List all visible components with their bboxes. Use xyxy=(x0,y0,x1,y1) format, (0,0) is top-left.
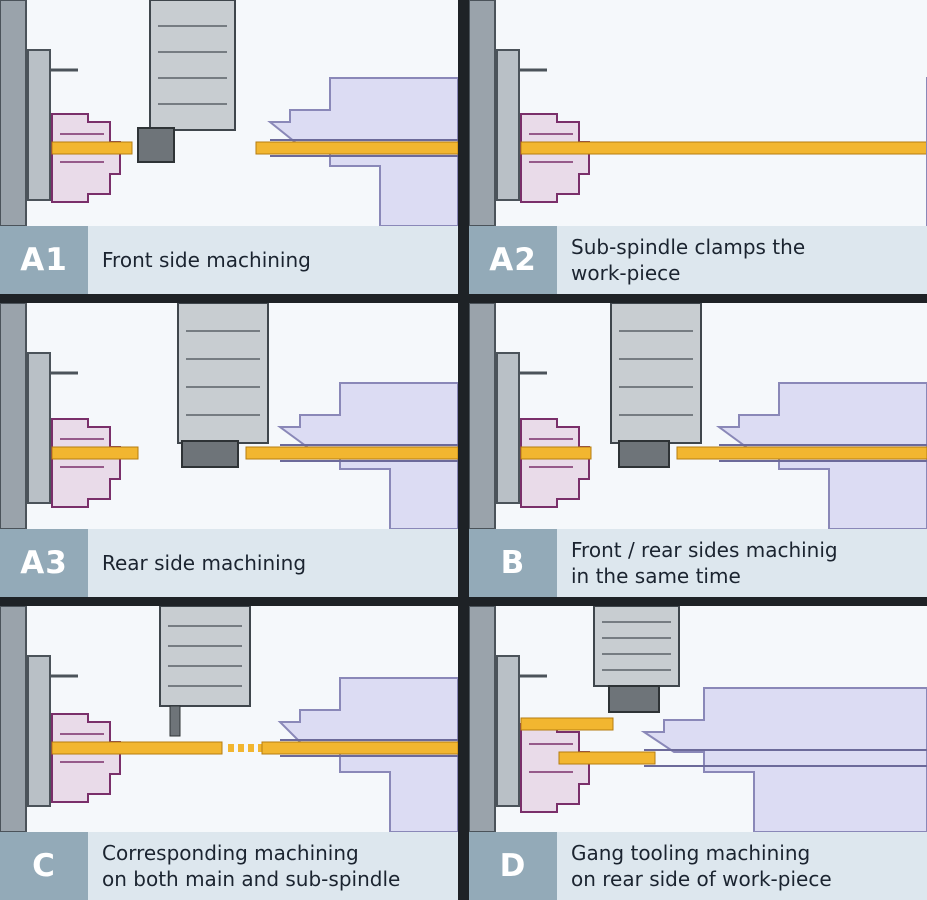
c-chip-4 xyxy=(258,744,264,752)
panel-d-badge: D xyxy=(469,832,557,900)
a2-workpiece xyxy=(520,141,927,155)
d-workpiece-upper xyxy=(520,717,614,731)
c-chip-1 xyxy=(228,744,234,752)
panel-a1-badge: A1 xyxy=(0,226,88,294)
b-workpiece-main xyxy=(520,446,592,460)
panel-a3: A3 Rear side machining xyxy=(0,303,458,597)
a1-cutting-tool xyxy=(137,127,175,163)
c-drill-tool xyxy=(169,705,181,737)
a3-workpiece-sub xyxy=(245,446,458,460)
b-spindle-flange xyxy=(496,352,520,504)
d-machine-wall xyxy=(469,606,496,832)
panel-a2-badge: A2 xyxy=(469,226,557,294)
c-spindle-flange xyxy=(27,655,51,807)
c-chip-3 xyxy=(248,744,254,752)
a1-machine-wall xyxy=(0,0,27,226)
d-spindle-flange xyxy=(496,655,520,807)
panel-c: C Corresponding machining on both main a… xyxy=(0,606,458,900)
a2-spindle-flange xyxy=(496,49,520,201)
c-workpiece-main xyxy=(51,741,223,755)
c-machine-wall xyxy=(0,606,27,832)
panel-b-label-line-1: Front / rear sides machinig xyxy=(571,538,838,562)
panel-b-caption: B Front / rear sides machinig in the sam… xyxy=(469,529,927,597)
b-workpiece-sub xyxy=(676,446,927,460)
panel-a3-badge: A3 xyxy=(0,529,88,597)
panel-a2-drawing xyxy=(469,0,927,226)
d-tool-turret xyxy=(593,606,680,687)
panel-d-caption: D Gang tooling machining on rear side of… xyxy=(469,832,927,900)
a2-main-chuck xyxy=(520,113,590,203)
panel-a1-caption: A1 Front side machining xyxy=(0,226,458,294)
d-workpiece-lower xyxy=(558,751,656,765)
panel-b-drawing xyxy=(469,303,927,529)
panel-a1: A1 Front side machining xyxy=(0,0,458,294)
panel-d-label-line-2: on rear side of work-piece xyxy=(571,867,832,891)
panel-a2-label-line-2: work-piece xyxy=(571,261,681,285)
a1-workpiece-sub xyxy=(255,141,458,155)
d-main-chuck xyxy=(520,723,590,813)
panel-d-label: Gang tooling machining on rear side of w… xyxy=(557,832,927,900)
panel-c-label: Corresponding machining on both main and… xyxy=(88,832,458,900)
panel-a3-drawing xyxy=(0,303,458,529)
panel-c-label-line-1: Corresponding machining xyxy=(102,841,359,865)
c-main-chuck xyxy=(51,713,121,803)
d-gang-tool xyxy=(608,685,660,713)
panel-a2: A2 Sub-spindle clamps the work-piece xyxy=(469,0,927,294)
a3-main-chuck xyxy=(51,418,121,508)
panel-a1-label-line-1: Front side machining xyxy=(102,248,311,272)
panel-a3-caption: A3 Rear side machining xyxy=(0,529,458,597)
panel-c-badge: C xyxy=(0,832,88,900)
panel-a2-label-line-1: Sub-spindle clamps the xyxy=(571,235,806,259)
panel-b-badge: B xyxy=(469,529,557,597)
a3-cutting-tool xyxy=(181,440,239,468)
b-cutting-tool xyxy=(618,440,670,468)
panel-a1-drawing xyxy=(0,0,458,226)
a3-tool-turret xyxy=(177,303,269,444)
panel-b-label: Front / rear sides machinig in the same … xyxy=(557,529,927,597)
c-chip-2 xyxy=(238,744,244,752)
c-workpiece-sub xyxy=(261,741,458,755)
a3-machine-wall xyxy=(0,303,27,529)
a3-workpiece-main xyxy=(51,446,139,460)
b-machine-wall xyxy=(469,303,496,529)
panel-d-drawing xyxy=(469,606,927,832)
panel-a3-label-line-1: Rear side machining xyxy=(102,551,307,575)
b-tool-turret xyxy=(610,303,702,444)
a1-tool-turret xyxy=(149,0,236,131)
panel-a1-label: Front side machining xyxy=(88,226,458,294)
a1-workpiece-main xyxy=(51,141,133,155)
panel-c-drawing xyxy=(0,606,458,832)
panel-d-label-line-1: Gang tooling machining xyxy=(571,841,811,865)
panel-a2-caption: A2 Sub-spindle clamps the work-piece xyxy=(469,226,927,294)
panel-a3-label: Rear side machining xyxy=(88,529,458,597)
d-sub-spindle xyxy=(640,687,927,832)
c-tool-turret xyxy=(159,606,251,707)
panel-c-label-line-2: on both main and sub-spindle xyxy=(102,867,401,891)
panel-d: D Gang tooling machining on rear side of… xyxy=(469,606,927,900)
panel-a2-label: Sub-spindle clamps the work-piece xyxy=(557,226,927,294)
b-main-chuck xyxy=(520,418,590,508)
a2-machine-wall xyxy=(469,0,496,226)
panel-c-caption: C Corresponding machining on both main a… xyxy=(0,832,458,900)
panel-b: B Front / rear sides machinig in the sam… xyxy=(469,303,927,597)
a1-main-chuck xyxy=(51,113,121,203)
panel-b-label-line-2: in the same time xyxy=(571,564,741,588)
a1-spindle-flange xyxy=(27,49,51,201)
a3-spindle-flange xyxy=(27,352,51,504)
